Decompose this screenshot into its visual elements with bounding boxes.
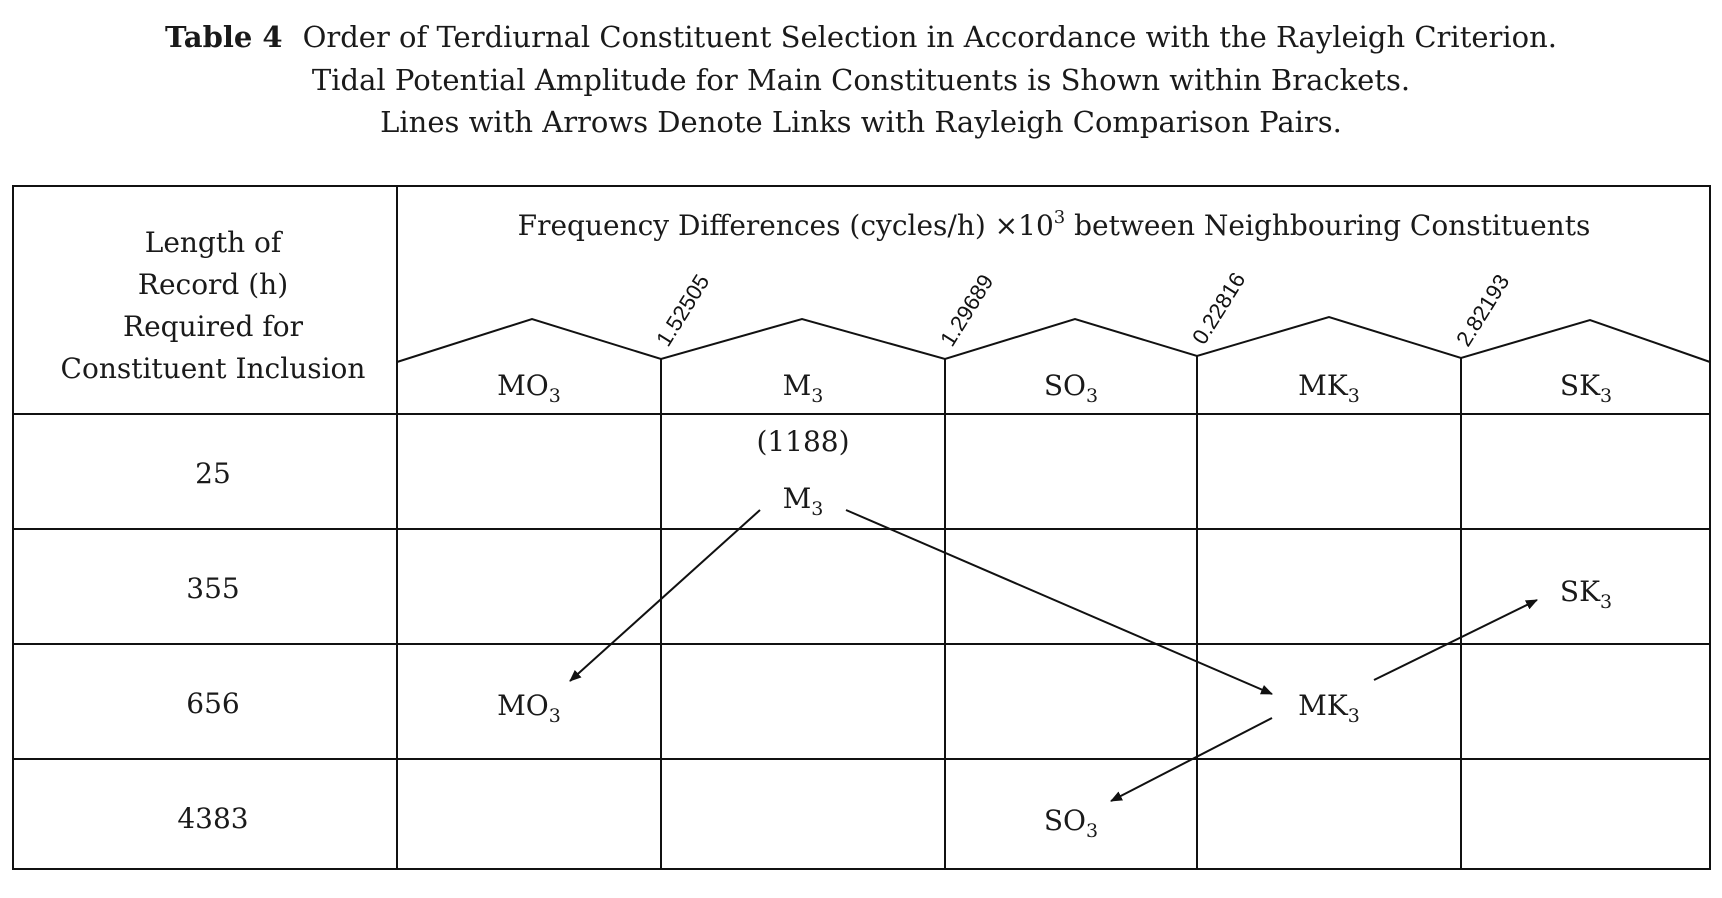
record-length-cell: 25 xyxy=(195,457,231,490)
frequency-difference: 2.82193 xyxy=(1451,270,1514,351)
caption-text-1: Order of Terdiurnal Constituent Selectio… xyxy=(303,20,1557,54)
header-zigzag xyxy=(396,315,1711,363)
table-caption: Table 4 Order of Terdiurnal Constituent S… xyxy=(165,20,1557,139)
caption-line-3: Lines with Arrows Denote Links with Rayl… xyxy=(380,105,1342,139)
table-grid xyxy=(12,185,1711,870)
table-entries: (1188) M3 SK3 MO3 MK3 SO3 xyxy=(497,425,1612,842)
link-arrow-mk3-so3 xyxy=(1110,717,1273,802)
frequency-difference: 0.22816 xyxy=(1187,268,1250,349)
record-length-cell: 656 xyxy=(186,687,239,720)
amplitude-m3: (1188) xyxy=(756,425,849,458)
link-arrow-m3-mo3 xyxy=(569,509,761,682)
entry-mk3: MK3 xyxy=(1298,689,1360,727)
column-header-so3: SO3 xyxy=(1044,369,1098,407)
frequency-header-tail: between Neighbouring Constituents xyxy=(1065,209,1590,242)
link-arrow-m3-mk3 xyxy=(845,509,1273,695)
entry-sk3: SK3 xyxy=(1560,575,1612,613)
column-header-m3: M3 xyxy=(783,369,824,407)
table-border xyxy=(12,185,1711,870)
row-label-line-4: Constituent Inclusion xyxy=(61,352,366,385)
row-label-line-2: Record (h) xyxy=(138,268,288,301)
record-length-column: 25 355 656 4383 xyxy=(177,457,248,835)
caption-line-1: Table 4 Order of Terdiurnal Constituent S… xyxy=(165,20,1557,54)
caption-label: Table 4 xyxy=(165,20,283,54)
entry-m3: M3 xyxy=(783,482,824,520)
row-label-line-3: Required for xyxy=(123,310,304,343)
link-arrow-mk3-sk3 xyxy=(1373,599,1538,681)
rayleigh-links xyxy=(569,509,1538,802)
entry-mo3: MO3 xyxy=(497,689,561,727)
frequency-header-exponent: 3 xyxy=(1054,207,1065,228)
constituent-headers: MO3 M3 SO3 MK3 SK3 xyxy=(497,369,1612,407)
column-header-mo3: MO3 xyxy=(497,369,561,407)
row-label-header: Length of Record (h) Required for Consti… xyxy=(61,226,366,385)
row-label-line-1: Length of xyxy=(145,226,284,259)
frequency-header-text: Frequency Differences (cycles/h) ×10 xyxy=(518,209,1054,242)
caption-line-2: Tidal Potential Amplitude for Main Const… xyxy=(312,63,1410,97)
frequency-difference: 1.29689 xyxy=(935,270,998,351)
column-header-sk3: SK3 xyxy=(1560,369,1612,407)
frequency-differences: 1.52505 1.29689 0.22816 2.82193 xyxy=(651,268,1514,351)
frequency-header: Frequency Differences (cycles/h) ×103 be… xyxy=(518,207,1591,242)
column-header-mk3: MK3 xyxy=(1298,369,1360,407)
frequency-difference: 1.52505 xyxy=(651,270,714,351)
record-length-cell: 4383 xyxy=(177,802,248,835)
entry-so3: SO3 xyxy=(1044,804,1098,842)
record-length-cell: 355 xyxy=(186,572,239,605)
